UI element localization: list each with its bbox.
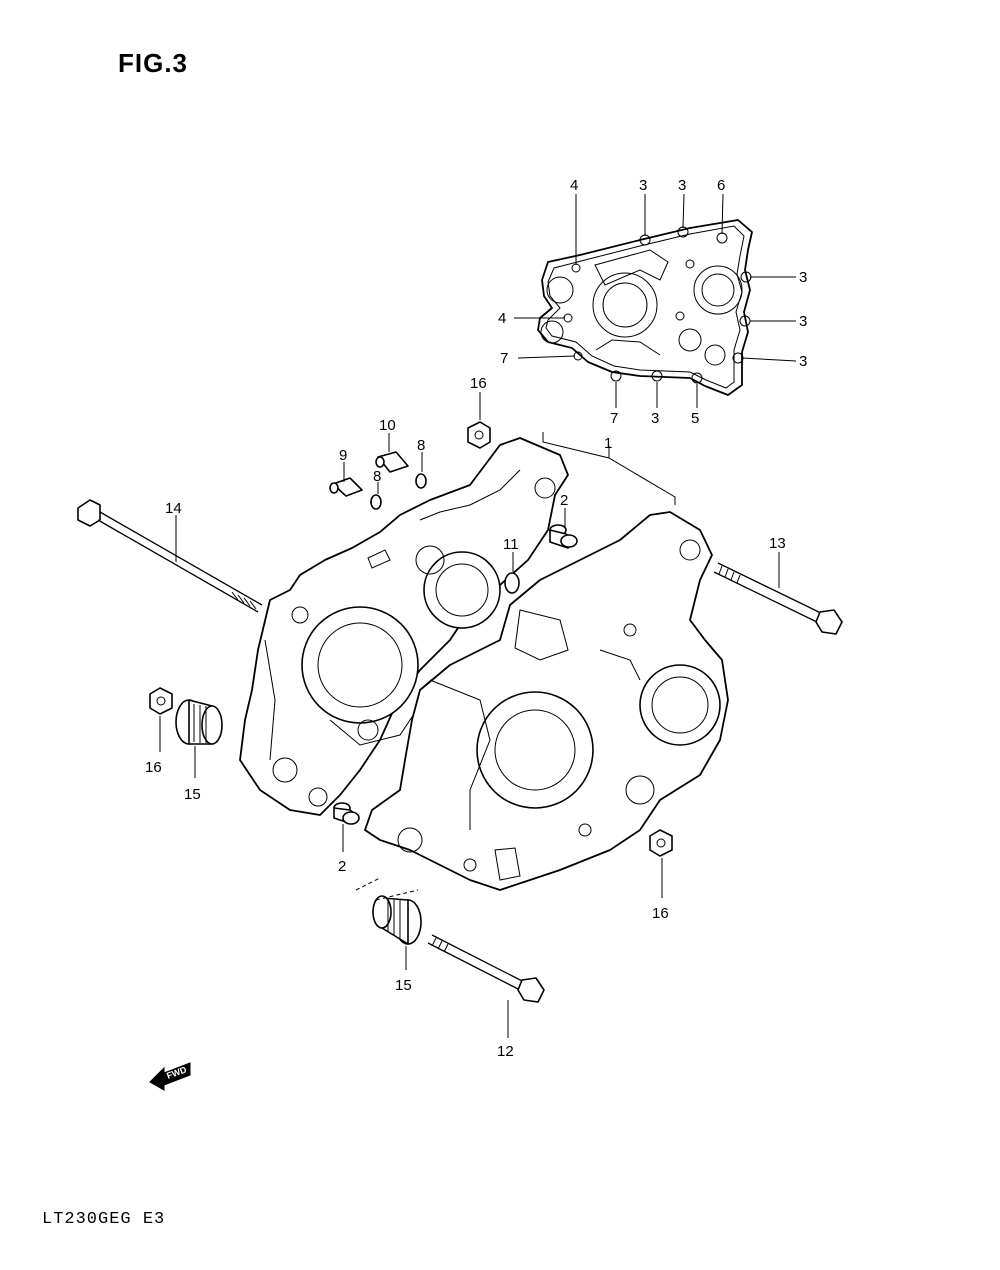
callout-8: 8 [373, 468, 381, 485]
callout-8: 8 [417, 437, 425, 454]
fwd-arrow-icon: FWD [149, 1062, 191, 1091]
callout-16: 16 [652, 905, 669, 922]
callout-13: 13 [769, 535, 786, 552]
bearing-15-bottom [372, 895, 422, 945]
o-ring-11 [504, 572, 520, 594]
bolt-14 [77, 499, 263, 613]
callout-3: 3 [639, 177, 647, 194]
model-code: LT230GEG E3 [42, 1210, 166, 1229]
callout-labels: 4 3 3 6 3 3 3 4 7 7 3 5 16 10 8 9 8 1 2 … [145, 177, 807, 1060]
callout-3: 3 [651, 410, 659, 427]
crankcase-right-half [364, 511, 729, 891]
callout-2: 2 [338, 858, 346, 875]
callout-9: 9 [339, 447, 347, 464]
callout-7: 7 [610, 410, 618, 427]
bolt-12 [427, 934, 545, 1003]
figure-title: FIG.3 [118, 48, 189, 78]
callout-16: 16 [470, 375, 487, 392]
callout-5: 5 [691, 410, 699, 427]
callout-6: 6 [717, 177, 725, 194]
nut-16-top [467, 421, 491, 449]
callout-3: 3 [799, 269, 807, 286]
nut-16-right [649, 829, 673, 857]
dowel-pin-2-top [549, 524, 578, 549]
o-ring-8-a [415, 473, 427, 489]
crankcase-left-half [239, 437, 569, 816]
leader-lines [159, 193, 797, 1038]
callout-16: 16 [145, 759, 162, 776]
nut-16-left [149, 687, 173, 715]
callout-3: 3 [799, 353, 807, 370]
callout-4: 4 [570, 177, 578, 194]
callout-14: 14 [165, 500, 182, 517]
callout-10: 10 [379, 417, 396, 434]
callout-12: 12 [497, 1043, 514, 1060]
callout-15: 15 [395, 977, 412, 994]
callout-3: 3 [678, 177, 686, 194]
callout-7: 7 [500, 350, 508, 367]
bolt-13 [713, 562, 843, 635]
dowel-pin-2-bottom [333, 802, 360, 825]
callout-3: 3 [799, 313, 807, 330]
callout-1: 1 [604, 435, 612, 452]
callout-2: 2 [560, 492, 568, 509]
crankcase-gasket [537, 219, 753, 396]
o-ring-8-b [370, 494, 382, 510]
jet-10 [375, 451, 409, 473]
callout-15: 15 [184, 786, 201, 803]
jet-9 [329, 477, 363, 497]
callout-4: 4 [498, 310, 506, 327]
bearing-15-left [175, 699, 223, 745]
callout-11: 11 [503, 536, 519, 553]
